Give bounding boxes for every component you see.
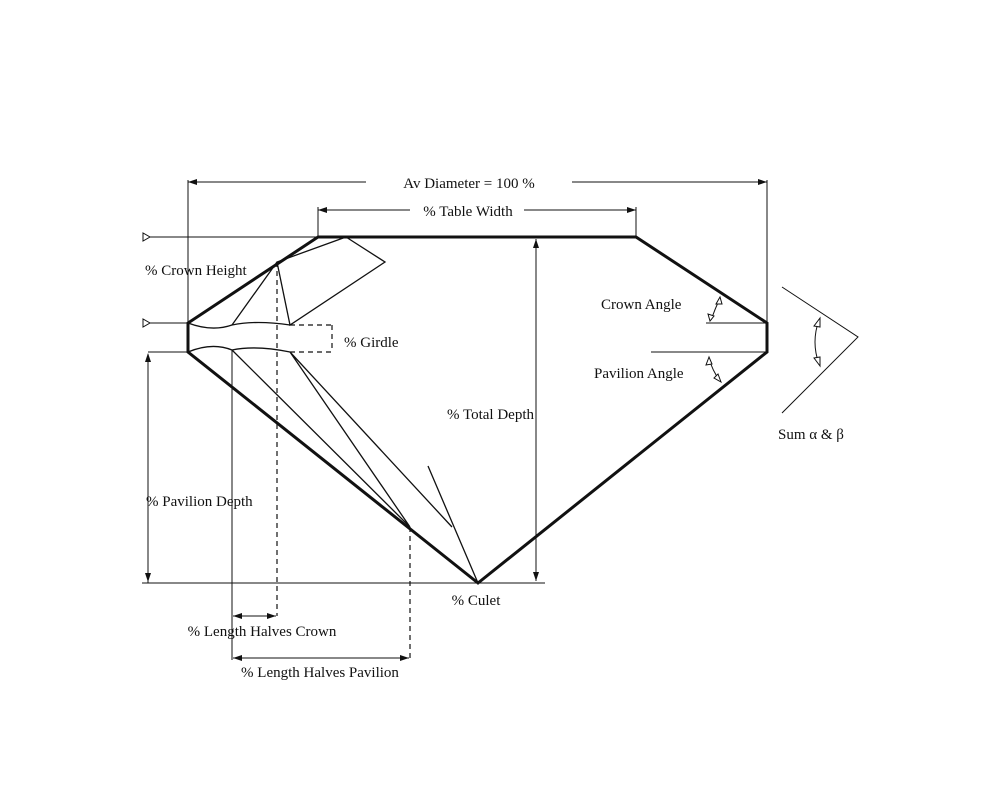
table-width-left-arrow [318, 207, 327, 213]
av-diameter-left-arrow [188, 179, 197, 185]
av-diameter-right-arrow [758, 179, 767, 185]
crown-height-label: % Crown Height [145, 263, 247, 279]
pavilion-depth-bottom-arrow [145, 573, 151, 582]
crown-angle-arrow-top [715, 295, 723, 305]
total-depth-bottom-arrow [533, 572, 539, 581]
length-halves-crown-label: % Length Halves Crown [188, 624, 337, 640]
av-diameter-label: Av Diameter = 100 % [403, 176, 534, 192]
total-depth-dimension [478, 239, 545, 584]
pavilion-angle-arrow-bottom [713, 373, 722, 384]
girdle-dimension-lines [290, 324, 333, 353]
girdle-label: % Girdle [344, 335, 399, 351]
crown-height-reference-lines [150, 236, 318, 324]
total-depth-label: % Total Depth [447, 407, 534, 423]
girdle-top-curve [187, 321, 291, 329]
length-halves-pavilion-label: % Length Halves Pavilion [241, 665, 399, 681]
crown-height-top-marker [142, 232, 152, 242]
crown-angle-label: Crown Angle [601, 297, 682, 313]
av-diameter-dimension [187, 180, 768, 323]
crown-facet-lines [231, 236, 387, 327]
diamond-outline [186, 235, 769, 585]
culet-label: % Culet [452, 593, 502, 609]
pavilion-depth-top-arrow [145, 353, 151, 362]
sum-angles-arrow-top [813, 316, 821, 328]
pavilion-depth-dimension [142, 351, 478, 584]
pavilion-angle-label: Pavilion Angle [594, 366, 684, 382]
pavilion-facet-lines [231, 349, 479, 584]
length-halves-crown-left-arrow [233, 613, 242, 619]
table-width-dimension [317, 207, 637, 237]
crown-height-bottom-marker [142, 318, 152, 328]
pavilion-depth-label: % Pavilion Depth [146, 494, 253, 510]
length-halves-pavilion-left-arrow [233, 655, 242, 661]
length-halves-pavilion-right-arrow [400, 655, 409, 661]
table-width-right-arrow [627, 207, 636, 213]
crown-angle-arrow-bottom [707, 313, 715, 323]
sum-angles-label: Sum α & β [778, 427, 844, 443]
total-depth-top-arrow [533, 239, 539, 248]
girdle-bottom-curve [187, 345, 291, 353]
length-halves-crown-right-arrow [267, 613, 276, 619]
table-width-label: % Table Width [423, 204, 513, 220]
sum-angles-chevron [781, 286, 859, 414]
sum-angles-arrow-bottom [813, 356, 821, 368]
pavilion-angle-arrow-top [705, 355, 713, 366]
